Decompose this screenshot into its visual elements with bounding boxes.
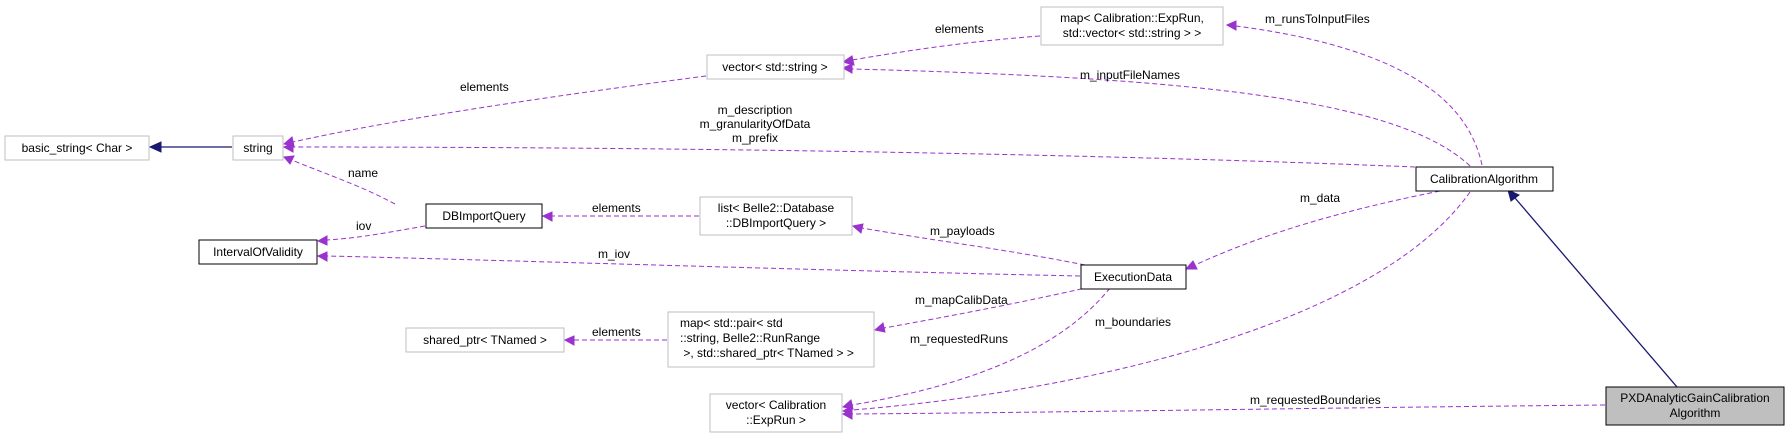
edge-map-pair-to-shared-ptr: elements xyxy=(563,325,667,346)
edge-label-elements: elements xyxy=(935,22,984,36)
edge-label-m-runsToInputFiles: m_runsToInputFiles xyxy=(1265,12,1370,26)
edge-dbimportquery-to-iov: iov xyxy=(316,219,426,246)
node-shared-ptr-tnamed[interactable]: shared_ptr< TNamed > xyxy=(405,327,565,353)
node-map-runs-to-input-files[interactable]: map< Calibration::ExpRun, std::vector< s… xyxy=(1040,6,1224,46)
edge-label-elements: elements xyxy=(592,325,641,339)
edge-label-m-description: m_description xyxy=(718,103,793,117)
edge-pxd-inherits-calibalgo xyxy=(1507,189,1678,388)
node-list-dbimportquery[interactable]: list< Belle2::Database ::DBImportQuery > xyxy=(699,196,853,236)
edge-label-m-inputFileNames: m_inputFileNames xyxy=(1080,68,1180,82)
svg-text:string: string xyxy=(243,141,272,155)
edge-label-m-mapCalibData: m_mapCalibData xyxy=(915,293,1008,307)
edge-label-name: name xyxy=(348,166,378,180)
edge-label-m-payloads: m_payloads xyxy=(930,224,995,238)
svg-text:CalibrationAlgorithm: CalibrationAlgorithm xyxy=(1430,172,1538,186)
svg-text:vector< std::string >: vector< std::string > xyxy=(722,60,827,74)
edge-label-m-boundaries: m_boundaries xyxy=(1095,315,1171,329)
edge-label-m-prefix: m_prefix xyxy=(732,131,778,145)
node-calibration-algorithm[interactable]: CalibrationAlgorithm xyxy=(1415,166,1554,192)
svg-text:vector< Calibration: vector< Calibration xyxy=(726,398,826,412)
node-pxd-analytic-gain-calibration-algorithm[interactable]: PXDAnalyticGainCalibration Algorithm xyxy=(1605,386,1785,426)
edge-label-elements: elements xyxy=(460,80,509,94)
svg-text:IntervalOfValidity: IntervalOfValidity xyxy=(213,245,303,259)
svg-text:Algorithm: Algorithm xyxy=(1670,406,1721,420)
node-string[interactable]: string xyxy=(232,135,284,161)
svg-text:>, std::shared_ptr< TNamed > >: >, std::shared_ptr< TNamed > > xyxy=(680,346,854,360)
edge-label-m-granularityOfData: m_granularityOfData xyxy=(700,117,811,131)
edge-label-m-data: m_data xyxy=(1300,191,1340,205)
svg-text:::string, Belle2::RunRange: ::string, Belle2::RunRange xyxy=(680,331,820,345)
node-basic-string[interactable]: basic_string< Char > xyxy=(4,135,150,161)
edge-execution-data-to-vector-exprun: m_requestedRuns xyxy=(841,287,1111,410)
svg-text:std::vector< std::string > >: std::vector< std::string > > xyxy=(1063,26,1201,40)
edge-calibalgo-to-execution-data: m_data xyxy=(1184,190,1441,270)
edge-label-elements: elements xyxy=(592,201,641,215)
svg-text:shared_ptr< TNamed >: shared_ptr< TNamed > xyxy=(423,333,547,347)
svg-text:PXDAnalyticGainCalibration: PXDAnalyticGainCalibration xyxy=(1620,391,1769,405)
edge-execution-data-to-map-pair: m_mapCalibData xyxy=(873,286,1091,333)
svg-text:map< Calibration::ExpRun,: map< Calibration::ExpRun, xyxy=(1060,11,1204,25)
node-vector-string[interactable]: vector< std::string > xyxy=(706,54,845,80)
edge-calibalgo-to-vector-string: m_inputFileNames xyxy=(841,63,1471,167)
edge-basic-string-inherits-string xyxy=(148,141,232,153)
svg-text:::ExpRun >: ::ExpRun > xyxy=(746,413,806,427)
edge-list-to-dbimportquery: elements xyxy=(541,201,699,222)
svg-text:list< Belle2::Database: list< Belle2::Database xyxy=(718,201,835,215)
svg-text:ExecutionData: ExecutionData xyxy=(1094,270,1172,284)
edge-label-m-requestedRuns: m_requestedRuns xyxy=(910,332,1008,346)
edge-execution-data-to-iov: m_iov xyxy=(316,247,1081,277)
edge-label-m-requestedBoundaries: m_requestedBoundaries xyxy=(1250,393,1381,407)
node-execution-data[interactable]: ExecutionData xyxy=(1080,264,1187,290)
edge-pxd-to-vector-exprun: m_requestedBoundaries xyxy=(841,393,1606,420)
svg-text:::DBImportQuery >: ::DBImportQuery > xyxy=(726,216,826,230)
edge-map-runs-to-vector-string: elements xyxy=(841,22,1041,66)
svg-text:basic_string< Char >: basic_string< Char > xyxy=(22,141,133,155)
edge-calibalgo-to-string: m_description m_granularityOfData m_pref… xyxy=(282,103,1416,168)
edge-label-iov: iov xyxy=(356,219,371,233)
svg-text:DBImportQuery: DBImportQuery xyxy=(442,209,525,223)
svg-text:map< std::pair< std: map< std::pair< std xyxy=(680,316,783,330)
edge-execution-data-to-list: m_payloads xyxy=(851,223,1086,266)
node-vector-exprun[interactable]: vector< Calibration ::ExpRun > xyxy=(709,393,843,433)
edge-calibalgo-to-map-runs: m_runsToInputFiles xyxy=(1225,12,1483,166)
edge-dbimportquery-to-string: name xyxy=(282,155,396,205)
node-map-pair-runrange[interactable]: map< std::pair< std ::string, Belle2::Ru… xyxy=(667,311,875,368)
node-interval-of-validity[interactable]: IntervalOfValidity xyxy=(198,239,318,265)
edge-vector-string-to-string: elements xyxy=(282,75,707,147)
node-dbimportquery[interactable]: DBImportQuery xyxy=(425,203,543,229)
edge-label-m-iov: m_iov xyxy=(598,247,630,261)
